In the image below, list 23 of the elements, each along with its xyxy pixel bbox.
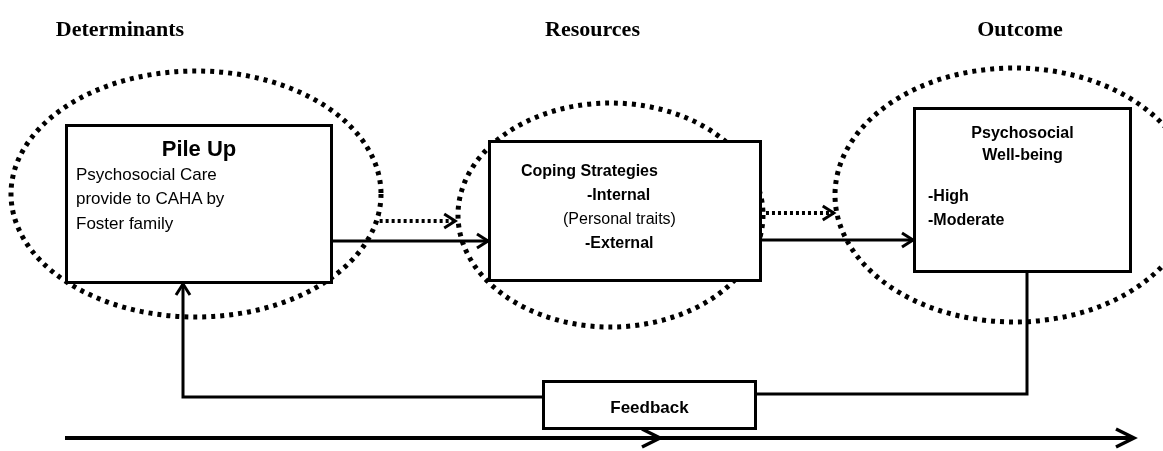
stage-heading: Resources [544,15,641,43]
connector-line [757,273,1029,396]
box-text: -Moderate [927,210,1006,230]
arrow [333,232,490,250]
stage-heading: Outcome [976,15,1064,43]
process-box [488,140,762,282]
dotted-arrow [766,204,836,222]
box-title: Coping Strategies [520,161,659,181]
stage-heading: Determinants [54,15,186,43]
arrow [174,282,542,399]
process-box [65,124,333,284]
box-text: -Internal [586,185,652,205]
process-box [913,107,1132,273]
box-title: Psychosocial Well-being [970,123,1075,165]
box-text: -High [927,186,970,206]
dotted-arrow [379,212,457,230]
arrow [762,231,915,249]
box-title: Pile Up [160,135,238,163]
box-title: Feedback [609,397,690,419]
box-text: (Personal traits) [562,209,677,229]
box-text: Psychosocial Care provide to CAHA by Foster family [75,163,226,235]
box-text: -External [584,233,655,253]
process-box [542,380,757,430]
